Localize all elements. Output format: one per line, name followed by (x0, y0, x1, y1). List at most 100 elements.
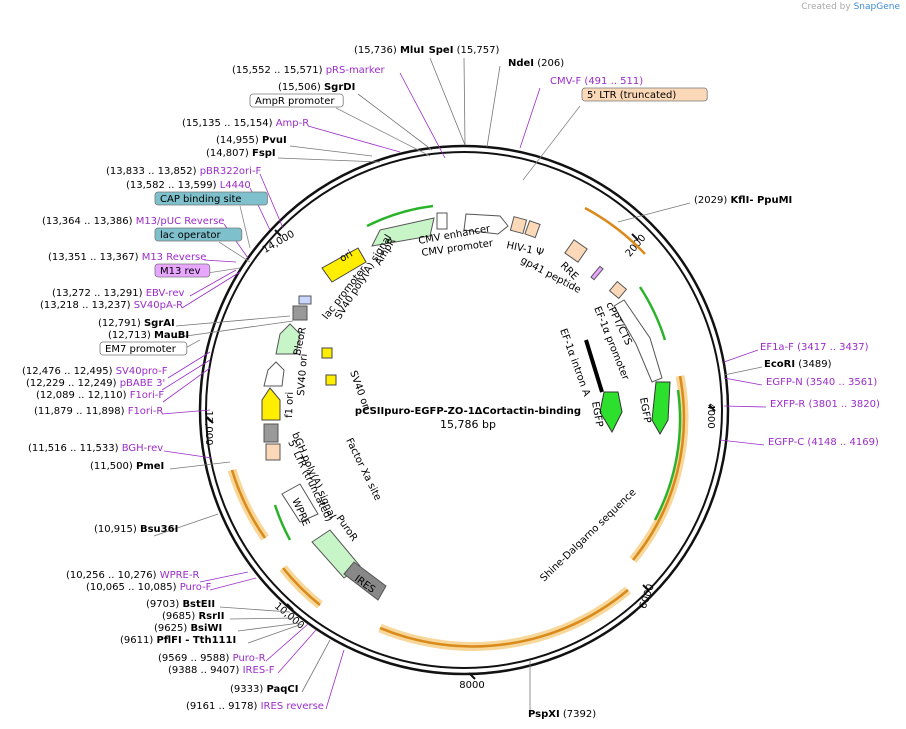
egfp-arc (632, 375, 686, 561)
feature-box-label: lac operator (160, 230, 221, 241)
site-label-part: RsrII (198, 611, 224, 622)
leader-line (203, 259, 237, 263)
feature-box-label: 5' LTR (truncated) (587, 90, 676, 101)
site-label: (13,364 .. 13,386) M13/pUC Reverse (42, 216, 224, 227)
ires-block (343, 561, 387, 601)
site-label: (10,915) Bsu36I (94, 524, 178, 535)
tick-mark (631, 233, 639, 241)
leader-line (237, 622, 301, 632)
site-label-part: PaqCI (266, 684, 298, 695)
site-label-part: L4440 (220, 180, 251, 191)
site-label-part: F1ori-F (130, 390, 165, 401)
em7-arrow (263, 361, 285, 387)
site-label-part: (3489) (795, 359, 832, 370)
site-label: (9569 .. 9588) Puro-R (158, 653, 266, 664)
site-label-part: (12,089 .. 12,110) (36, 390, 130, 401)
sv40-poly-block (292, 305, 308, 321)
site-label-part: NdeI (508, 58, 534, 69)
feature-graphics (227, 204, 689, 651)
site-label-part: (13,364 .. 13,386) (42, 216, 136, 227)
site-label-part: (10,256 .. 10,276) (66, 570, 160, 581)
site-label-part: (9161 .. 9178) (186, 701, 261, 712)
leader-line (239, 205, 251, 249)
site-label-part: (206) (534, 58, 564, 69)
site-label: PspXI (7392) (528, 709, 596, 720)
feature-label: SV40 poly(A) signal (333, 233, 394, 322)
leader-lines (153, 57, 767, 713)
site-label: EGFP-N (3540 .. 3561) (766, 377, 877, 388)
leader-line (335, 107, 431, 157)
site-label: (12,791) SgrAI (98, 318, 175, 329)
feature-label: SV40 ori (296, 353, 310, 396)
feature-label: Factor Xa site (343, 436, 383, 502)
site-label-part: EGFP-C (768, 437, 804, 448)
site-label-part: (13,351 .. 13,367) (48, 252, 142, 263)
site-label-part: EGFP-N (766, 377, 803, 388)
site-label-part: - Tth111I (182, 635, 236, 646)
leader-line (723, 405, 767, 408)
site-label-part: (3417 .. 3437) (794, 342, 869, 353)
site-label-part: (15,506) (278, 82, 324, 93)
site-label: CMV-F (491 .. 511) (550, 76, 643, 87)
hiv-psi-block-2 (524, 220, 541, 239)
leader-line (171, 320, 294, 339)
site-label: (9685) RsrII (162, 611, 224, 622)
ampr-arrow (371, 217, 435, 247)
site-label-part: (9569 .. 9588) (158, 653, 233, 664)
site-label-part: SV40pA-R (134, 300, 183, 311)
orange-arc-bottom (378, 586, 631, 651)
cmv-enhancer-block (463, 213, 509, 235)
leader-line (301, 639, 331, 693)
feature-label: Shine-Dalgarno sequence (538, 487, 638, 584)
leader-line (161, 409, 211, 415)
leader-line (463, 57, 466, 146)
leader-line (723, 377, 763, 386)
site-label-part: (11,516 .. 11,533) (28, 443, 122, 454)
site-label: (9611) PflFI - Tth111I (120, 635, 236, 646)
site-label: EF1a-F (3417 .. 3437) (760, 342, 869, 353)
leader-line (229, 617, 297, 620)
brand-prefix: Created by (801, 2, 851, 12)
site-label-part: (12,713) (108, 330, 154, 341)
site-label-part: (7392) (560, 709, 597, 720)
site-label-part: (15,757) (453, 45, 499, 56)
tick-mark (206, 416, 214, 424)
site-label-part: M13 Reverse (142, 252, 207, 263)
site-label-part: (10,915) (94, 524, 140, 535)
cppt-block (608, 280, 628, 300)
site-label-part: IRES reverse (261, 701, 324, 712)
leader-line (189, 269, 237, 297)
snapgene-brand: Created by SnapGene (801, 2, 900, 12)
site-label: (10,256 .. 10,276) WPRE-R (66, 570, 199, 581)
gp41-block (590, 265, 604, 281)
leader-line (209, 577, 257, 591)
cmv-promoter-block (436, 212, 448, 230)
site-label-part: (9625) (154, 623, 190, 634)
green-arc-right (638, 286, 667, 341)
site-label-part: PspXI (528, 709, 560, 720)
feature-label: EF-1α intron A (557, 327, 592, 398)
plasmid-name: pCSIIpuro-EGFP-ZO-1ΔCortactin-binding (355, 406, 581, 417)
leader-line (247, 623, 303, 644)
site-label: (12,713) MauBI (108, 330, 189, 341)
site-label-part: BGH-rev (122, 443, 164, 454)
leader-line (219, 606, 291, 613)
leader-line (163, 450, 213, 459)
tick-label: 12,000 (203, 411, 214, 446)
site-label-part: pRS-marker (326, 65, 386, 76)
leader-line (181, 271, 241, 309)
plasmid-size: 15,786 bp (440, 418, 496, 431)
ltr-block (265, 443, 281, 461)
leader-line (169, 461, 231, 470)
site-label: (15,552 .. 15,571) pRS-marker (232, 65, 386, 76)
leader-line (259, 173, 284, 229)
leader-line (289, 145, 373, 157)
site-label: (9333) PaqCI (230, 684, 298, 695)
orange-arc-top-right (584, 206, 646, 255)
site-label: (13,833 .. 13,852) pBR322ori-F (106, 166, 262, 177)
site-label-part: (4148 .. 4169) (804, 437, 879, 448)
site-label-part: (12,229 .. 12,249) (26, 378, 120, 389)
site-label-part: (13,833 .. 13,852) (106, 166, 200, 177)
